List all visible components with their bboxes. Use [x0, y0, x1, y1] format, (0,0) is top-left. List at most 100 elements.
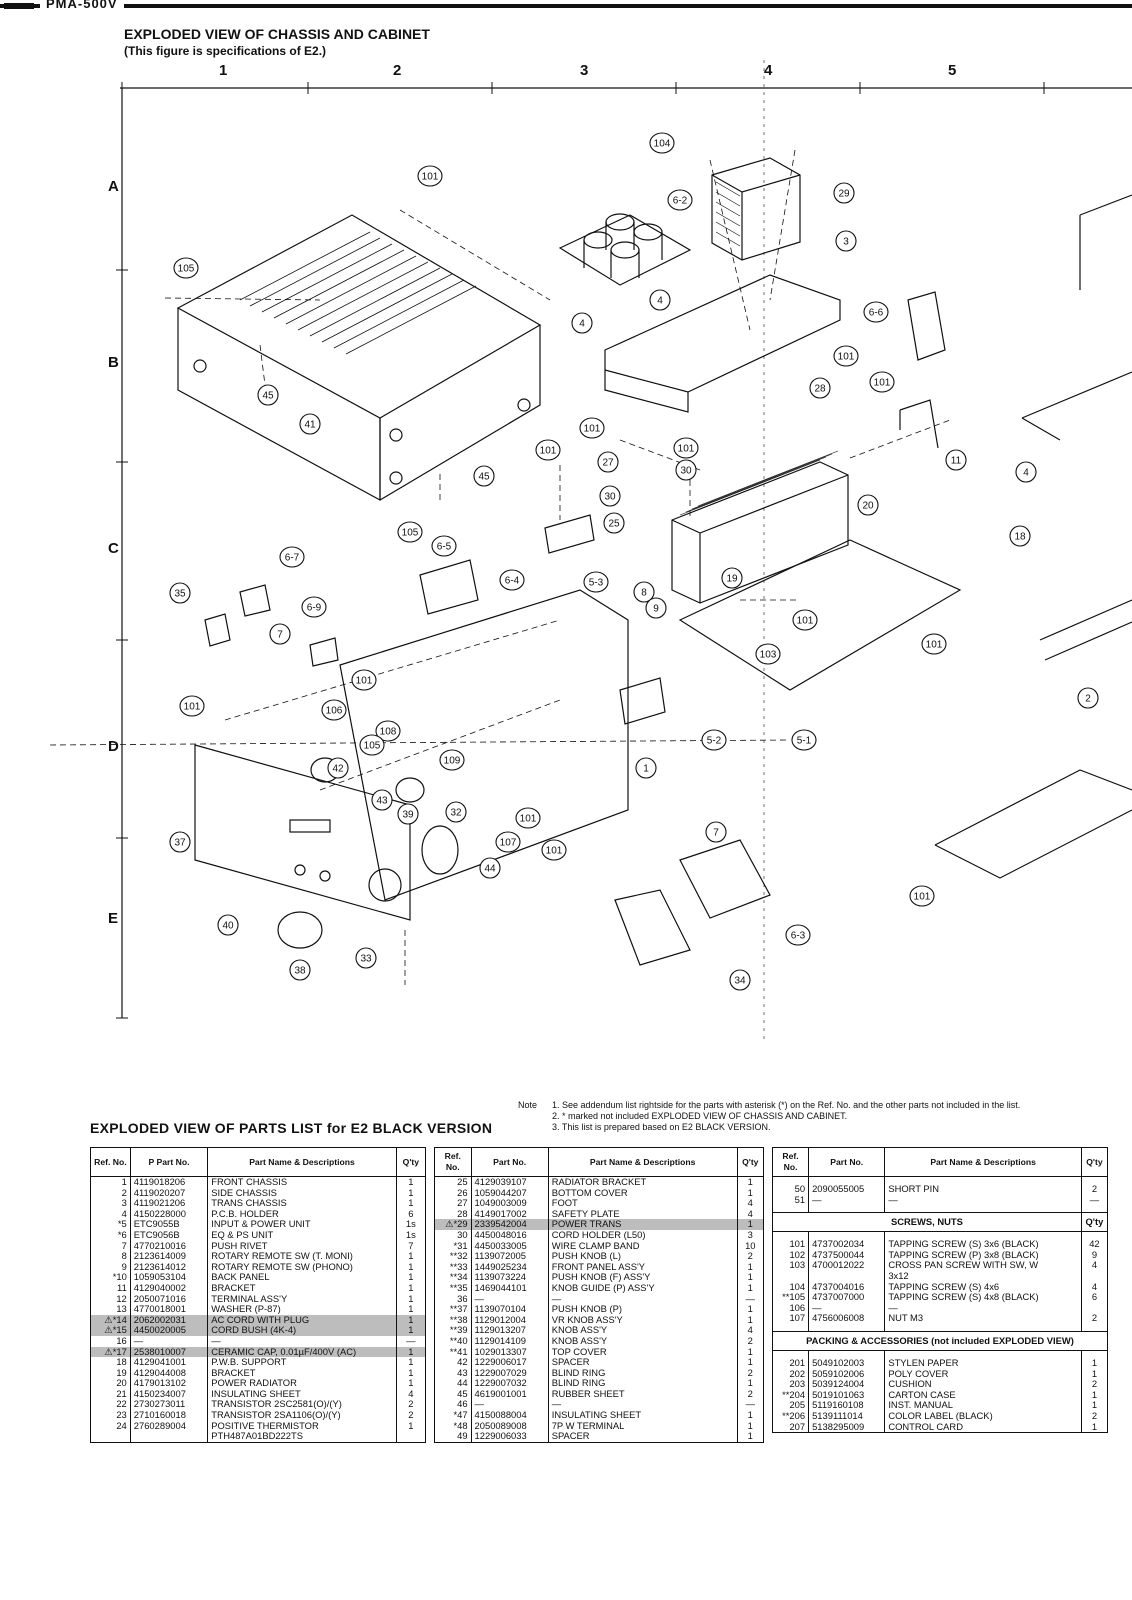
qty-cell: 1	[736, 1219, 765, 1230]
description-cell: 3x12	[884, 1270, 1082, 1282]
callout-1: 1	[635, 757, 657, 779]
callout-circle	[833, 182, 855, 204]
callout-5-3: 5-3	[583, 571, 609, 593]
callout-label: 101	[926, 640, 943, 651]
callout-circle	[445, 801, 467, 823]
part-no-cell: 1139072005	[470, 1251, 549, 1262]
qty-cell: 1	[1080, 1368, 1109, 1380]
callout-34: 34	[729, 969, 751, 991]
callout-33: 33	[355, 947, 377, 969]
callout-circle	[327, 757, 349, 779]
part-no-cell: 4737007000	[808, 1292, 886, 1303]
ref-no-cell: 201	[771, 1357, 810, 1369]
qty-cell: 2	[395, 1409, 427, 1421]
callout-label: 4	[657, 296, 663, 307]
qty-cell: 6	[395, 1208, 427, 1220]
callout-label: 38	[294, 966, 306, 977]
ref-no-cell: 30	[434, 1229, 472, 1241]
callout-circle	[863, 301, 889, 323]
callout-circle	[479, 857, 501, 879]
callout-105c: 105	[359, 734, 385, 756]
qty-cell: 1	[736, 1314, 765, 1326]
qty-cell: 1	[395, 1198, 427, 1209]
callout-circle	[583, 571, 609, 593]
callout-label: 30	[680, 466, 692, 477]
callout-circle	[371, 789, 393, 811]
callout-42: 42	[327, 757, 349, 779]
callout-label: 101	[520, 814, 537, 825]
callout-label: 45	[478, 472, 490, 483]
header-rule	[0, 4, 1132, 8]
callout-circle	[721, 567, 743, 589]
ref-no-cell: **40	[434, 1335, 472, 1347]
parts-table-row: 36———	[434, 1293, 765, 1305]
callout-8: 8	[633, 581, 655, 603]
part-no-cell: 4129041001	[129, 1356, 209, 1368]
header-part-no: Part No.	[808, 1147, 886, 1177]
callout-label: 6-2	[673, 196, 688, 207]
callout-105b: 105	[397, 521, 423, 543]
spacer-cell	[884, 1205, 1082, 1213]
callout-circle	[675, 459, 697, 481]
spacer-cell	[808, 1350, 886, 1358]
callout-label: 45	[262, 391, 274, 402]
part-no-cell: 4119020207	[129, 1187, 209, 1199]
qty-cell: 1	[395, 1314, 427, 1326]
callout-label: 101	[838, 352, 855, 363]
qty-cell: 4	[736, 1198, 765, 1209]
callout-circle	[945, 449, 967, 471]
part-no-cell: 1059044207	[470, 1187, 549, 1199]
callout-circle	[1077, 687, 1099, 709]
callout-label: 4	[579, 319, 585, 330]
header-ref: Ref. No.	[434, 1147, 472, 1177]
qty-cell: 1	[736, 1282, 765, 1294]
part-no-cell: 2123614012	[129, 1261, 209, 1273]
callout-37: 37	[169, 831, 191, 853]
callout-label: 101	[797, 616, 814, 627]
callout-label: 6-4	[505, 576, 520, 587]
description-cell: SHORT PIN	[884, 1183, 1082, 1195]
callout-circle	[321, 699, 347, 721]
description-cell: SPACER	[547, 1430, 738, 1443]
part-no-cell: 1229006033	[470, 1430, 549, 1443]
callout-circle	[351, 669, 377, 691]
spacer-cell	[808, 1205, 886, 1213]
callout-107: 107	[495, 831, 521, 853]
callout-44: 44	[479, 857, 501, 879]
spacer-cell	[771, 1205, 810, 1213]
callout-label: 44	[484, 864, 496, 875]
callout-29: 29	[833, 182, 855, 204]
callout-label: 6-5	[437, 542, 452, 553]
ref-no-cell: 50	[771, 1183, 810, 1195]
callout-label: 101	[540, 446, 557, 457]
spacer-cell	[771, 1323, 810, 1332]
grid-row-label: B	[108, 354, 119, 371]
qty-cell: 4	[1080, 1260, 1109, 1271]
grid-column-label: 5	[948, 62, 957, 79]
description-cell: CONTROL CARD	[884, 1421, 1082, 1434]
callout-103: 103	[755, 643, 781, 665]
callout-circle	[1015, 461, 1037, 483]
callout-circle	[535, 439, 561, 461]
callout-circle	[359, 734, 385, 756]
qty-cell: 1	[736, 1176, 765, 1188]
part-no-cell: 2710160018	[129, 1409, 209, 1421]
callout-circle	[179, 695, 205, 717]
qty-cell: 2	[395, 1399, 427, 1411]
callout-label: 109	[444, 756, 461, 767]
header-qty: Q'ty	[1080, 1147, 1109, 1177]
callout-label: 9	[653, 604, 659, 615]
callout-label: 1	[643, 764, 649, 775]
part-no-cell: 4450033005	[470, 1240, 549, 1252]
part-no-cell: 4150228000	[129, 1208, 209, 1220]
callout-101f: 101	[535, 439, 561, 461]
